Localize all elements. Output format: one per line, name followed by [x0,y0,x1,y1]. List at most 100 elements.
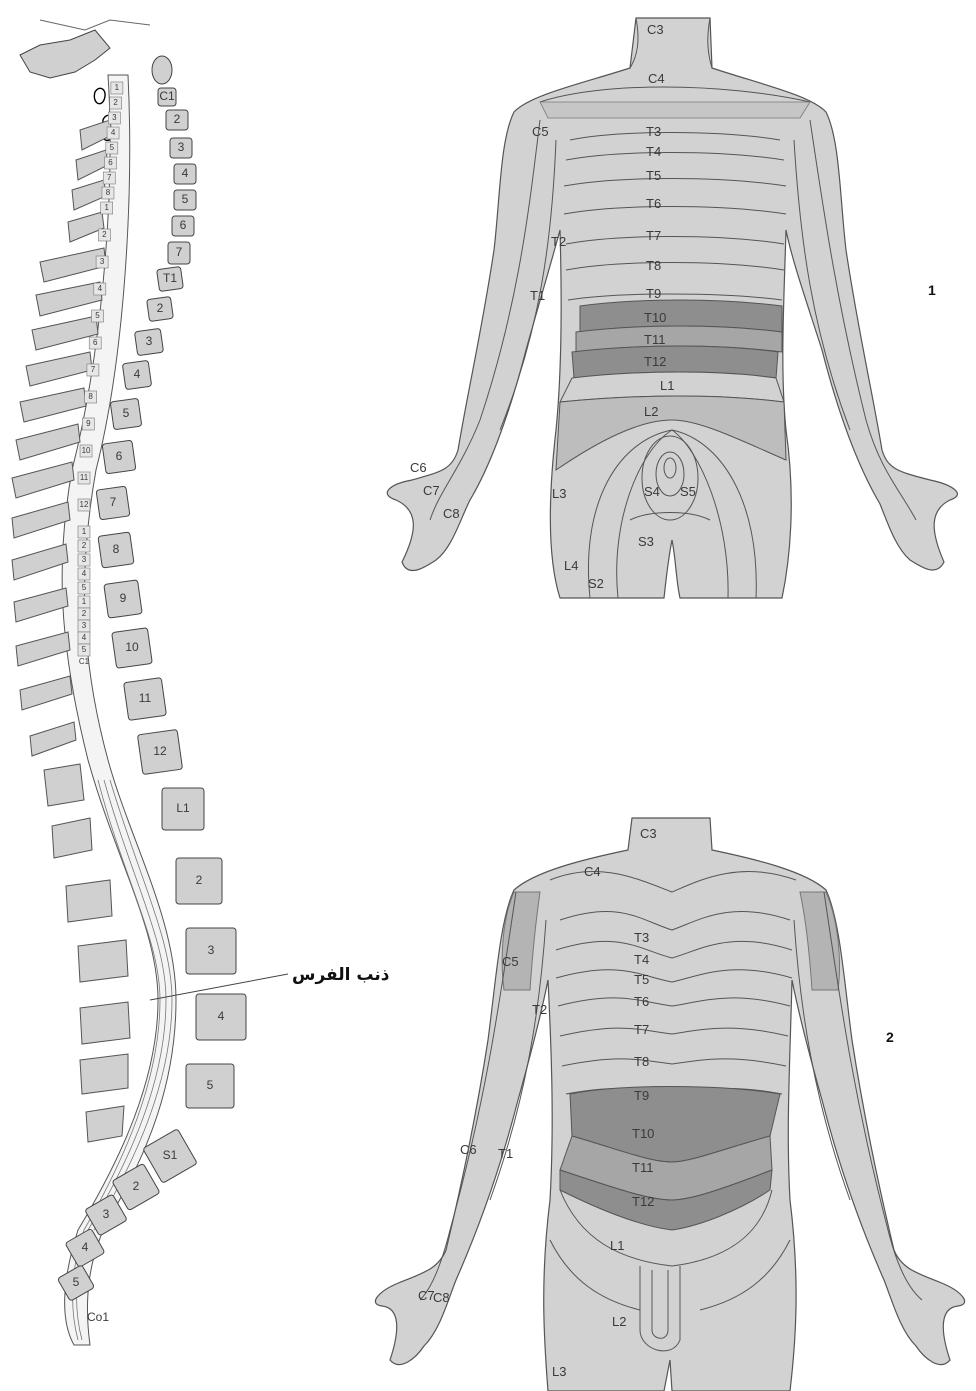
cord-segment-label: 4 [111,128,116,137]
vertebra-label: 4 [134,367,141,381]
occipital-contour [40,20,150,30]
body1-label-t6: T6 [646,196,661,211]
vertebra-label: 3 [103,1207,110,1221]
body1-label-c8: C8 [443,506,460,521]
vertebra-label: 2 [157,301,164,315]
cord-segment-label: 2 [102,230,107,239]
body1-label-t9: T9 [646,286,661,301]
vertebra-label: 7 [110,495,117,509]
body-figure-1 [387,18,957,598]
body2-label-t5: T5 [634,972,649,987]
body1-label-s2: S2 [588,576,604,591]
vertebra-label: 4 [182,166,189,180]
vertebra-label: 3 [208,943,215,957]
vertebra-label: 8 [113,542,120,556]
vertebra-label: 2 [133,1179,140,1193]
shoulder-band [540,102,810,118]
vertebra-label: T1 [163,271,177,285]
cord-segment-label: 4 [98,284,103,293]
cord-segment-label: 1 [82,527,87,536]
body2-label-t8: T8 [634,1054,649,1069]
vertebra-label: L1 [176,801,190,815]
vertebra-label: 12 [153,744,167,758]
cord-segment-label: 3 [82,621,87,630]
cord-segment-label: 1 [104,203,109,212]
body2-label-c4: C4 [584,864,601,879]
body-figure-2 [375,818,964,1391]
body1-label-l4: L4 [564,558,578,573]
vertebra-label: 5 [207,1078,214,1092]
cord-segment-label: 4 [82,633,87,642]
body1-label-t1: T1 [530,288,545,303]
vertebra-label: 4 [218,1009,225,1023]
cord-segment-label: 10 [82,446,91,455]
vertebra-label: 5 [182,192,189,206]
cord-segment-label: 2 [82,609,87,618]
vertebra-label: C1 [159,89,175,103]
body2-label-c3: C3 [640,826,657,841]
cord-segment-label: 5 [95,311,100,320]
cord-segment-label: 4 [82,569,87,578]
body1-label-t10: T10 [644,310,666,325]
vertebra-label: 9 [120,591,127,605]
vertebra-label: 5 [73,1275,80,1289]
outline-shape-a [94,88,105,103]
body1-label-s5: S5 [680,484,696,499]
body2-label-t11: T11 [632,1160,653,1175]
cord-segment-label: 7 [107,173,112,182]
cord-segment-label: 5 [82,583,87,592]
body1-label-s4: S4 [644,484,660,499]
cord-segment-label: 6 [108,158,113,167]
vertebra-label: S1 [163,1148,178,1162]
body2-label-t10: T10 [632,1126,654,1141]
body2-label-l2: L2 [612,1314,626,1329]
cord-segment-label: 1 [82,597,87,606]
body1-label-t3: T3 [646,124,661,139]
cord-segment-label: 9 [86,419,91,428]
vertebra-label: 2 [196,873,203,887]
body2-label-t6: T6 [634,994,649,1009]
body1-label-c3: C3 [647,22,664,37]
cord-segment-label: 2 [113,98,118,107]
body2-label-l1: L1 [610,1238,624,1253]
body2-label-t4: T4 [634,952,649,967]
body2-label-t9: T9 [634,1088,649,1103]
body1-label-c5: C5 [532,124,549,139]
body2-label-t7: T7 [634,1022,649,1037]
coccyx-label: Co1 [87,1310,109,1324]
body2-label-c8: C8 [433,1290,450,1305]
body1-label-t7: T7 [646,228,661,243]
skull-base [20,30,110,78]
body2-label-c5: C5 [502,954,519,969]
body1-label-s3: S3 [638,534,654,549]
body1-label-l1: L1 [660,378,674,393]
body1-label-c4: C4 [648,71,665,86]
body2-label-c6: C6 [460,1142,477,1157]
body2-label-t3: T3 [634,930,649,945]
body1-label-t8: T8 [646,258,661,273]
vertebra-label: 5 [123,406,130,420]
body1-label-t2: T2 [551,234,566,249]
figure-number-1: 1 [928,282,936,298]
cord-segment-label: 2 [82,541,87,550]
cord-segment-label: 3 [112,113,117,122]
vertebra-label: 7 [176,245,183,259]
vertebra-label: 3 [146,334,153,348]
vertebra-label: 6 [180,218,187,232]
body2-label-t12: T12 [632,1194,654,1209]
body1-label-c6: C6 [410,460,427,475]
cord-segment-label: 8 [106,188,111,197]
figure-number-2: 2 [886,1029,894,1045]
body1-label-t4: T4 [646,144,661,159]
body1-label-t5: T5 [646,168,661,183]
vertebra-label: 4 [82,1240,89,1254]
body2-label-t1: T1 [498,1146,513,1161]
cord-segment-label: 11 [80,473,89,482]
cord-segment-label: 3 [82,555,87,564]
body1-label-c7: C7 [423,483,440,498]
cord-segment-label: 7 [91,365,96,374]
vertebra-label: 2 [174,112,181,126]
vertebra-label: 10 [125,640,139,654]
body2-label-t2: T2 [532,1002,547,1017]
